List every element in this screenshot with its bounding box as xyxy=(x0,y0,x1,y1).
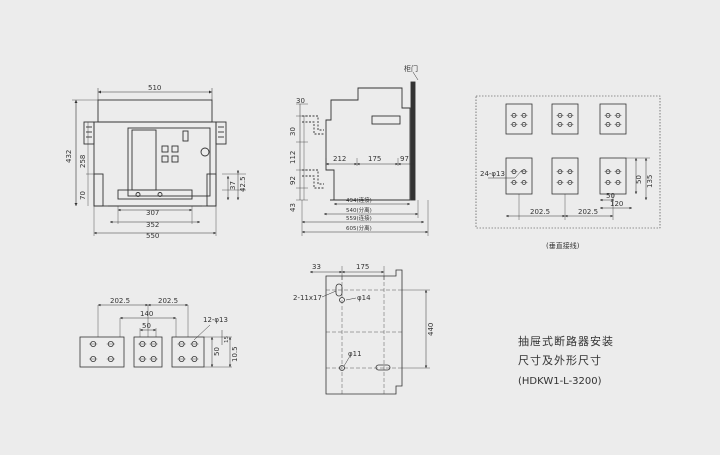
dim-112: 112 xyxy=(289,151,297,164)
dim-120: 120 xyxy=(610,200,623,208)
dim-540: 540(分离) xyxy=(346,206,372,214)
title-block: 抽屉式断路器安装 尺寸及外形尺寸 (HDKW1-L-3200) xyxy=(518,334,614,387)
dim-70: 70 xyxy=(79,191,87,200)
dim-97: 97 xyxy=(400,155,409,163)
dim-202-5-left: 202.5 xyxy=(110,297,130,305)
hole-14: φ14 xyxy=(357,294,371,302)
side-view xyxy=(296,71,429,236)
dim-15: 15 xyxy=(224,336,230,343)
dim-202-5-a: 202.5 xyxy=(530,208,550,216)
busbar-view-labels: 202.5 202.5 140 50 12-φ13 15 50 10.5 xyxy=(110,297,239,362)
dim-42-5: 42.5 xyxy=(239,176,247,192)
dim-30-top: 30 xyxy=(296,97,305,105)
dim-352: 352 xyxy=(146,221,159,229)
front-view xyxy=(72,88,246,236)
holes-24-13: 24-φ13 xyxy=(480,170,505,178)
dim-175: 175 xyxy=(368,155,381,163)
terminal-holes xyxy=(510,113,622,185)
dim-175-plate: 175 xyxy=(356,263,369,271)
dim-33: 33 xyxy=(312,263,321,271)
dim-50: 50 xyxy=(606,192,615,200)
front-view-labels: 510 432 258 70 37 42.5 307 352 550 xyxy=(65,84,247,240)
slots-2-11x17: 2-11x17 xyxy=(293,294,322,302)
dim-307: 307 xyxy=(146,209,159,217)
cabinet-door-label: 柜门 xyxy=(404,64,418,73)
dim-37: 37 xyxy=(229,181,237,190)
dim-212: 212 xyxy=(333,155,346,163)
title-line-2: 尺寸及外形尺寸 xyxy=(518,353,602,367)
dim-510: 510 xyxy=(148,84,161,92)
side-view-labels: 柜门 30 30 112 92 43 212 175 97 494(连接) 54… xyxy=(289,64,418,232)
dim-432: 432 xyxy=(65,150,73,163)
dim-43: 43 xyxy=(289,203,297,212)
dim-92: 92 xyxy=(289,176,297,185)
dim-550: 550 xyxy=(146,232,159,240)
dim-50-busbar: 50 xyxy=(142,322,151,330)
dim-135: 135 xyxy=(646,175,654,188)
dim-202-5-b: 202.5 xyxy=(578,208,598,216)
busbar-view xyxy=(79,303,232,368)
busbar-holes xyxy=(89,340,199,362)
vertical-wiring-caption: (垂直接线) xyxy=(546,241,580,250)
holes-12-13: 12-φ13 xyxy=(203,316,228,324)
dim-50-v-busbar: 50 xyxy=(213,347,221,356)
dim-605: 605(分离) xyxy=(346,224,372,232)
dim-559: 559(连接) xyxy=(346,214,372,222)
dim-140: 140 xyxy=(140,310,153,318)
dim-10-5: 10.5 xyxy=(231,346,239,362)
mounting-plate xyxy=(310,266,430,395)
dim-258: 258 xyxy=(79,155,87,168)
dim-202-5-right: 202.5 xyxy=(158,297,178,305)
title-line-1: 抽屉式断路器安装 xyxy=(518,334,614,348)
dim-494: 494(连接) xyxy=(346,196,372,204)
dim-440: 440 xyxy=(427,323,435,336)
title-model: (HDKW1-L-3200) xyxy=(518,376,602,387)
hole-11: φ11 xyxy=(348,350,362,358)
mounting-plate-labels: 33 175 2-11x17 φ14 φ11 440 xyxy=(293,263,435,358)
dim-30: 30 xyxy=(289,127,297,136)
terminal-panel xyxy=(475,95,661,229)
dim-50-v: 50 xyxy=(635,175,643,184)
terminal-panel-labels: 24-φ13 202.5 202.5 120 50 50 135 (垂直接线) xyxy=(480,170,654,250)
